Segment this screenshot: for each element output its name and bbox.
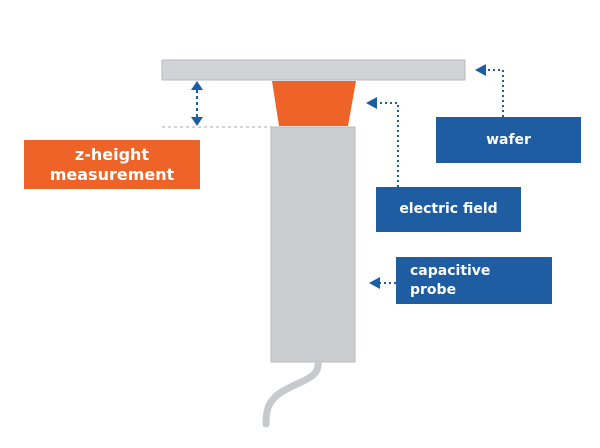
electric-field-label: electric field — [376, 187, 521, 232]
probe-cable — [262, 358, 322, 428]
capacitive-probe-label-line-1: capacitive — [410, 262, 491, 279]
electric-field-label-text: electric field — [399, 201, 498, 217]
wafer-leader-line — [484, 69, 504, 117]
wafer-label: wafer — [436, 117, 581, 163]
capacitive-probe-label-line-2: probe — [410, 281, 457, 298]
capacitive-probe-leader-arrowhead — [369, 277, 380, 289]
wafer-plate — [161, 59, 466, 81]
z-height-arrowhead-up — [191, 81, 203, 90]
z-height-measurement-label: z-height measurement — [24, 140, 200, 189]
z-height-arrowhead-down — [191, 117, 203, 126]
wafer-label-text: wafer — [486, 131, 531, 148]
z-height-label-line-1: z-height — [74, 144, 150, 164]
electric-field-leader-line — [376, 102, 399, 187]
probe-body — [270, 126, 356, 363]
electric-field-shape — [272, 81, 356, 126]
electric-field-leader-arrowhead — [366, 97, 377, 109]
capacitive-probe-label: capacitive probe — [396, 257, 552, 304]
wafer-leader-arrowhead — [475, 64, 486, 76]
z-height-label-line-2: measurement — [49, 164, 175, 184]
